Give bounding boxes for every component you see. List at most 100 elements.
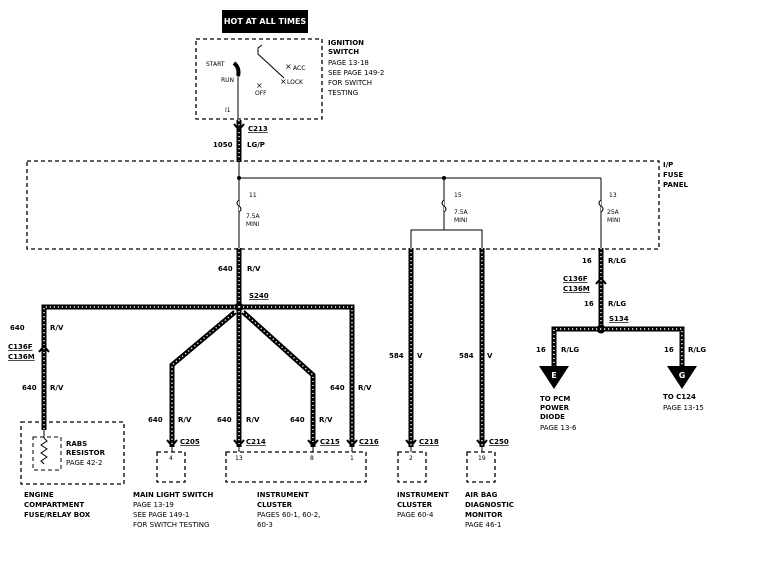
main-light-line-3: SEE PAGE 149-1 (133, 511, 189, 519)
switch-pos-run: RUN (221, 77, 234, 84)
cluster2-line-3: PAGE 60-4 (397, 511, 434, 519)
lock-contact-mark: × (280, 77, 287, 86)
pin-2: 2 (409, 455, 413, 462)
wire-640-left-upper: 640 (10, 324, 25, 332)
c218-label: C218 (419, 438, 439, 446)
ignition-title-2: SWITCH (328, 48, 359, 56)
offpage-e-letter: E (551, 371, 556, 380)
cluster1-line-1: INSTRUMENT (257, 491, 309, 499)
wire-rv-label-main: R/V (247, 265, 261, 273)
start-contact (232, 61, 241, 77)
wire-640-c214: 640 (217, 416, 232, 424)
wire-16-top: 16 (582, 257, 592, 265)
wire-rv-left-lower: R/V (50, 384, 64, 392)
fuse-13-type: MINI (607, 217, 620, 224)
fuse-11-amp: 7.5A (246, 213, 261, 220)
component-captions: ENGINE COMPARTMENT FUSE/RELAY BOX MAIN L… (24, 491, 514, 529)
offpage-e-line-1: TO PCM (540, 395, 570, 403)
cluster2-line-1: INSTRUMENT (397, 491, 449, 499)
c214-label: C214 (246, 438, 266, 446)
feed-wire-1050: C213 1050 LG/P (213, 120, 268, 162)
cluster1-line-3: PAGES 60-1, 60-2, (257, 511, 320, 519)
offpage-e-arrow (539, 366, 569, 389)
off-contact-mark: × (256, 81, 263, 90)
wire-rlg-top: R/LG (608, 257, 626, 265)
ignition-ref-4: TESTING (327, 89, 358, 97)
fuse-13-icon (598, 199, 604, 213)
s240-label: S240 (249, 292, 269, 300)
wire-rv-c215: R/V (319, 416, 333, 424)
fuse-panel-title-2: FUSE (663, 171, 684, 179)
rabs-line-1: RABS (66, 440, 87, 448)
engine-line-1: ENGINE (24, 491, 54, 499)
circuit-1050: 1050 (213, 141, 233, 149)
fuse-panel-title-3: PANEL (663, 181, 689, 189)
switch-pos-start: START (206, 61, 225, 68)
rabs-ref: PAGE 42-2 (66, 459, 102, 467)
main-light-line-2: PAGE 13-19 (133, 501, 174, 509)
c250-label: C250 (489, 438, 509, 446)
s240-branches: S240 (41, 292, 355, 447)
ignition-ref-1: PAGE 13-18 (328, 59, 369, 67)
wire-rv-c214: R/V (246, 416, 260, 424)
wire-640-main: 640 R/V (218, 248, 261, 306)
airbag-line-4: PAGE 46-1 (465, 521, 501, 529)
offpage-g-letter: G (679, 371, 686, 380)
s134-label: S134 (609, 315, 629, 323)
airbag-line-3: MONITOR (465, 511, 503, 519)
fuse-panel-title-1: I/P (663, 161, 673, 169)
hot-at-all-times-banner: HOT AT ALL TIMES (222, 10, 308, 33)
cluster1-line-2: CLUSTER (257, 501, 293, 509)
main-light-line-4: FOR SWITCH TESTING (133, 521, 209, 529)
fuse-13-num: 13 (609, 192, 617, 199)
offpage-e-line-2: POWER (540, 404, 570, 412)
switch-pos-off: OFF (255, 90, 267, 97)
rabs-resistor-box: RABS RESISTOR PAGE 42-2 (20, 421, 125, 485)
offpage-g-line-1: TO C124 (663, 393, 696, 401)
wire-v-c218: V (417, 352, 423, 360)
wire-rlg-mid: R/LG (608, 300, 626, 308)
c216-label: C216 (359, 438, 379, 446)
airbag-line-1: AIR BAG (465, 491, 498, 499)
wire-640-c215: 640 (290, 416, 305, 424)
c136-left-symbol (38, 344, 50, 353)
offpage-e-line-3: DIODE (540, 413, 565, 421)
instrument-cluster-box-1 (225, 451, 367, 483)
c136-right-symbol (595, 276, 607, 285)
main-light-line-1: MAIN LIGHT SWITCH (133, 491, 213, 499)
cluster2-line-2: CLUSTER (397, 501, 433, 509)
wire-640-c216: 640 (330, 384, 345, 392)
offpage-g-line-2: PAGE 13-15 (663, 404, 704, 412)
wire-640-label-main: 640 (218, 265, 233, 273)
switch-pos-lock: LOCK (287, 79, 304, 86)
switch-wiper-arm (257, 44, 285, 79)
ignition-terminal: I1 (225, 107, 231, 114)
wire-16-mid: 16 (584, 300, 594, 308)
wire-rv-c205: R/V (178, 416, 192, 424)
engine-line-2: COMPARTMENT (24, 501, 84, 509)
engine-line-3: FUSE/RELAY BOX (24, 511, 91, 519)
fuse-15-icon (441, 199, 447, 213)
c213-label: C213 (248, 125, 268, 133)
wire-rv-left-upper: R/V (50, 324, 64, 332)
fuse-11-num: 11 (249, 192, 257, 199)
pin-1: 1 (350, 455, 354, 462)
fuse-15-amp: 7.5A (454, 209, 469, 216)
acc-contact-mark: × (285, 62, 292, 71)
wire-640-c205: 640 (148, 416, 163, 424)
branch-labels: 640 R/V 640 R/V 640 R/V 640 R/V (148, 384, 372, 424)
offpage-g-arrow (667, 366, 697, 389)
wire-rv-c216: R/V (358, 384, 372, 392)
fuse-15-num: 15 (454, 192, 462, 199)
fuse-15-split (410, 229, 483, 248)
offpage-e-line-4: PAGE 13-6 (540, 424, 577, 432)
wires-584: 584 V 584 V (389, 248, 493, 447)
fuse-13-amp: 25A (607, 209, 620, 216)
fuse-11-icon (236, 199, 242, 213)
c205-label: C205 (180, 438, 200, 446)
wire-v-c250: V (487, 352, 493, 360)
rabs-line-2: RESISTOR (66, 449, 106, 457)
ip-fuse-panel: I/P FUSE PANEL 11 7.5A MINI 15 7.5A MINI… (26, 160, 689, 250)
airbag-monitor-box (466, 451, 496, 483)
